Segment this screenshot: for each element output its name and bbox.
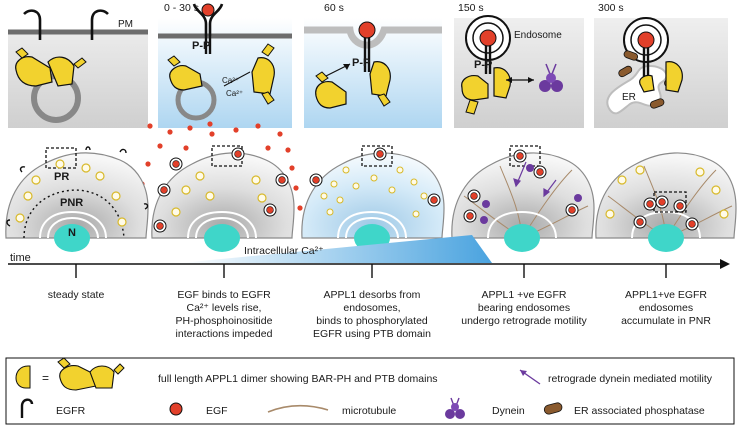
cell-300s [595, 152, 737, 252]
appl1-dimer [461, 67, 511, 115]
er-label: ER [622, 92, 636, 103]
egfr-receptor [23, 9, 109, 40]
time-axis: time [8, 252, 730, 278]
cell-steady: PR PNR N [5, 146, 149, 252]
legend: = full length APPL1 dimer showing BAR-PH… [5, 357, 735, 425]
egfr-egf-receptor [192, 3, 224, 54]
panel-steady: PM [8, 9, 148, 128]
er-phosphatase-icon [543, 402, 563, 415]
panel-time: 0 - 30 s [164, 2, 199, 14]
timeline-step-text: APPL1 desorbs from [324, 289, 421, 301]
egfr-receptor [6, 146, 149, 227]
vesicle [320, 166, 428, 218]
timeline-step-text: accumulate in PNR [621, 315, 711, 327]
panel-300s: 300 s ER [594, 2, 728, 128]
appl1-dimer [15, 47, 87, 87]
appl1-dimer-icon [57, 357, 125, 391]
timeline-step-text: steady state [48, 289, 105, 301]
timeline-step-text: endosomes [639, 302, 693, 314]
appl1-half-icon [15, 365, 31, 389]
legend-dynein: Dynein [492, 405, 525, 417]
egfr-icon [20, 398, 34, 418]
phospho-label: P-P [192, 40, 210, 52]
endosome-label: Endosome [514, 30, 562, 41]
calcium-label: Ca²⁺ [226, 89, 243, 98]
timeline-step-text: Ca²⁺ levels rise, [187, 302, 262, 314]
panel-60s: 60 s P-P [304, 2, 442, 128]
retrograde-arrow [513, 161, 557, 198]
calcium-gradient-label: Intracellular Ca²⁺ [244, 245, 324, 257]
timeline-step-text: bearing endosomes [478, 302, 570, 314]
time-axis-label: time [10, 252, 31, 264]
calcium-label: Ca²⁺ [222, 76, 239, 85]
panel-time: 300 s [598, 2, 624, 14]
pnr-label: PNR [60, 197, 83, 209]
appl1-dimer [315, 61, 391, 109]
legend-egf: EGF [206, 405, 228, 417]
microtubule-icon [267, 404, 329, 413]
timeline-step-text: PH-phosphoinositide [176, 315, 273, 327]
panel-time: 150 s [458, 2, 484, 14]
panel-0-30s: 0 - 30 s P-P Ca²⁺ Ca²⁺ [158, 2, 292, 128]
legend-microtubule: microtubule [342, 405, 396, 417]
legend-er: ER associated phosphatase [574, 405, 705, 417]
legend-retro: retrograde dynein mediated motility [548, 373, 713, 385]
phospho-label: P-P [352, 57, 370, 69]
legend-appl1: full length APPL1 dimer showing BAR-PH a… [158, 373, 438, 385]
timeline-step-text: APPL1 +ve EGFR [482, 289, 567, 301]
cell-0-30s [151, 145, 295, 252]
calcium-gradient: Intracellular Ca²⁺ [180, 235, 492, 263]
egfr-receptor [363, 38, 371, 72]
legend-egfr: EGFR [56, 405, 86, 417]
egf-icon [169, 402, 183, 416]
timeline-step-text: binds to phosphorylated [316, 315, 428, 327]
panel-150s: 150 s Endosome P-P [454, 2, 584, 128]
timeline-step-text: EGFR using PTB domain [313, 328, 431, 340]
timeline-step-text: undergo retrograde motility [461, 315, 587, 327]
cell-60s [301, 145, 445, 252]
timeline-step-text: interactions impeded [176, 328, 273, 340]
timeline-step-text: EGF binds to EGFR [177, 289, 271, 301]
dynein-icon [539, 63, 563, 92]
nucleus-label: N [68, 227, 76, 239]
retrograde-arrow-icon [519, 369, 541, 385]
pm-label: PM [118, 19, 133, 30]
timeline-step-text: APPL1+ve EGFR [625, 289, 707, 301]
legend-equals: = [42, 371, 49, 385]
dynein-icon [480, 164, 582, 224]
pr-label: PR [54, 171, 69, 183]
dynein-icon [445, 397, 465, 419]
cell-150s [451, 145, 595, 252]
appl1-dimer [639, 61, 683, 93]
phospho-label: P-P [474, 59, 492, 71]
timeline-step-text: endosomes, [343, 302, 400, 314]
panel-time: 60 s [324, 2, 344, 14]
appl1-dimer [167, 43, 275, 105]
